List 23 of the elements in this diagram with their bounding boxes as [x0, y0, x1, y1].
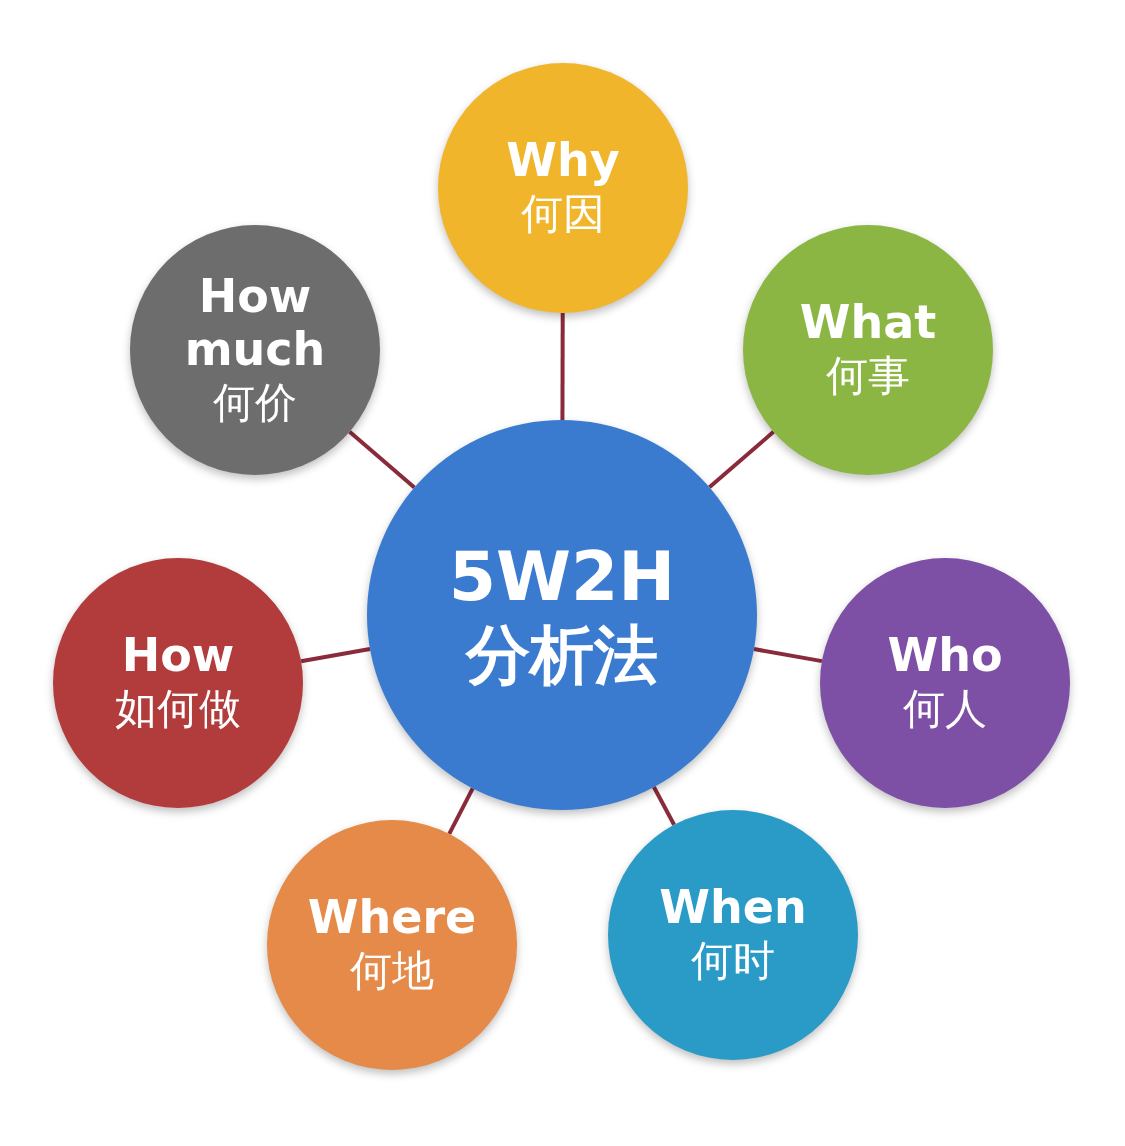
node-title: 5W2H [448, 535, 676, 618]
node-title: What [799, 296, 937, 350]
node-title: When [659, 881, 807, 935]
connector-line [560, 313, 565, 420]
node-subtitle: 分析法 [466, 617, 658, 695]
node-subtitle: 何价 [213, 376, 297, 429]
connector-line [348, 430, 416, 490]
node-title: How [121, 629, 235, 683]
connector-line [652, 786, 676, 826]
node-subtitle: 何时 [691, 935, 775, 988]
connector-line [708, 430, 775, 489]
node-title: Where [307, 891, 477, 945]
node-subtitle: 何地 [350, 945, 434, 998]
connector-line [447, 787, 475, 835]
node-subtitle: 何人 [903, 683, 987, 736]
node-title: Why [506, 134, 620, 188]
node-subtitle: 何因 [521, 188, 605, 241]
node-title: How much [183, 269, 327, 376]
node-subtitle: 何事 [826, 350, 910, 403]
connector-line [753, 647, 823, 664]
node-subtitle: 如何做 [115, 683, 241, 736]
node-title: Who [887, 629, 1003, 683]
connector-line [300, 647, 371, 664]
